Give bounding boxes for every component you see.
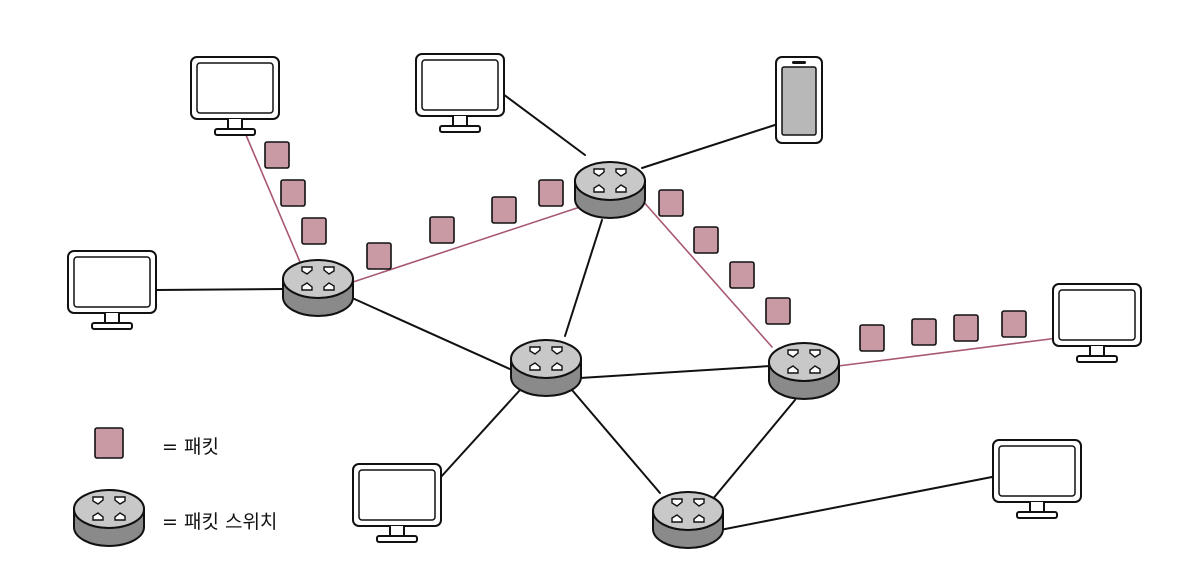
legend-packet-label: = 패킷 [162,436,219,458]
packet-icon [366,242,392,270]
packet-icon [953,314,979,342]
packet-routes [245,134,1059,367]
phone-icon [775,56,823,144]
packet-icon [693,226,719,254]
packet-switch-icon [768,342,840,400]
packet-icon [658,189,684,217]
link-sw-e-monitor-br [719,476,993,531]
monitor-icon [992,439,1082,519]
link-sw-c-sw-d [579,365,771,379]
legend-switch-icon [73,489,145,547]
packet-icon [491,196,517,224]
legend-switch-label: = 패킷 스위치 [162,511,278,533]
packet-icon [538,179,564,207]
monitor-icon [415,53,505,133]
packet-icon [729,261,755,289]
packet-icon [429,216,455,244]
monitor-icon [67,250,157,330]
monitor-icon [352,463,442,543]
packet-switch-icon [510,339,582,397]
link-phone-sw-b [641,123,779,169]
packet-switch-icon [574,161,646,219]
packet-switch-icon [652,491,724,549]
legend-packet-icon [94,427,124,459]
monitor-icon [190,56,280,136]
packet-switch-icon [282,259,354,317]
link-sw-c-sw-e [571,389,661,494]
route-sw-d-monitor-right [837,337,1059,367]
packet-icon [280,179,306,207]
legend [73,427,145,547]
route-sw-b-sw-d [641,199,773,348]
packet-icon [1001,310,1027,338]
link-sw-b-sw-c [564,219,603,337]
monitor-icon [1052,283,1142,363]
link-sw-d-sw-e [711,399,796,501]
route-monitor-tl-sw-a [245,134,301,263]
packet-icon [301,217,327,245]
packet-icon [765,297,791,325]
link-sw-c-monitor-bottom [439,389,521,479]
packets [264,141,1027,352]
route-sw-a-sw-b [349,206,581,284]
network-links [155,93,993,531]
devices [67,53,1142,543]
packet-icon [911,318,937,346]
link-sw-a-sw-c [349,296,513,371]
link-monitor-top-sw-b [502,93,586,156]
packet-icon [264,141,290,169]
packet-icon [859,324,885,352]
link-monitor-left-sw-a [155,288,284,291]
